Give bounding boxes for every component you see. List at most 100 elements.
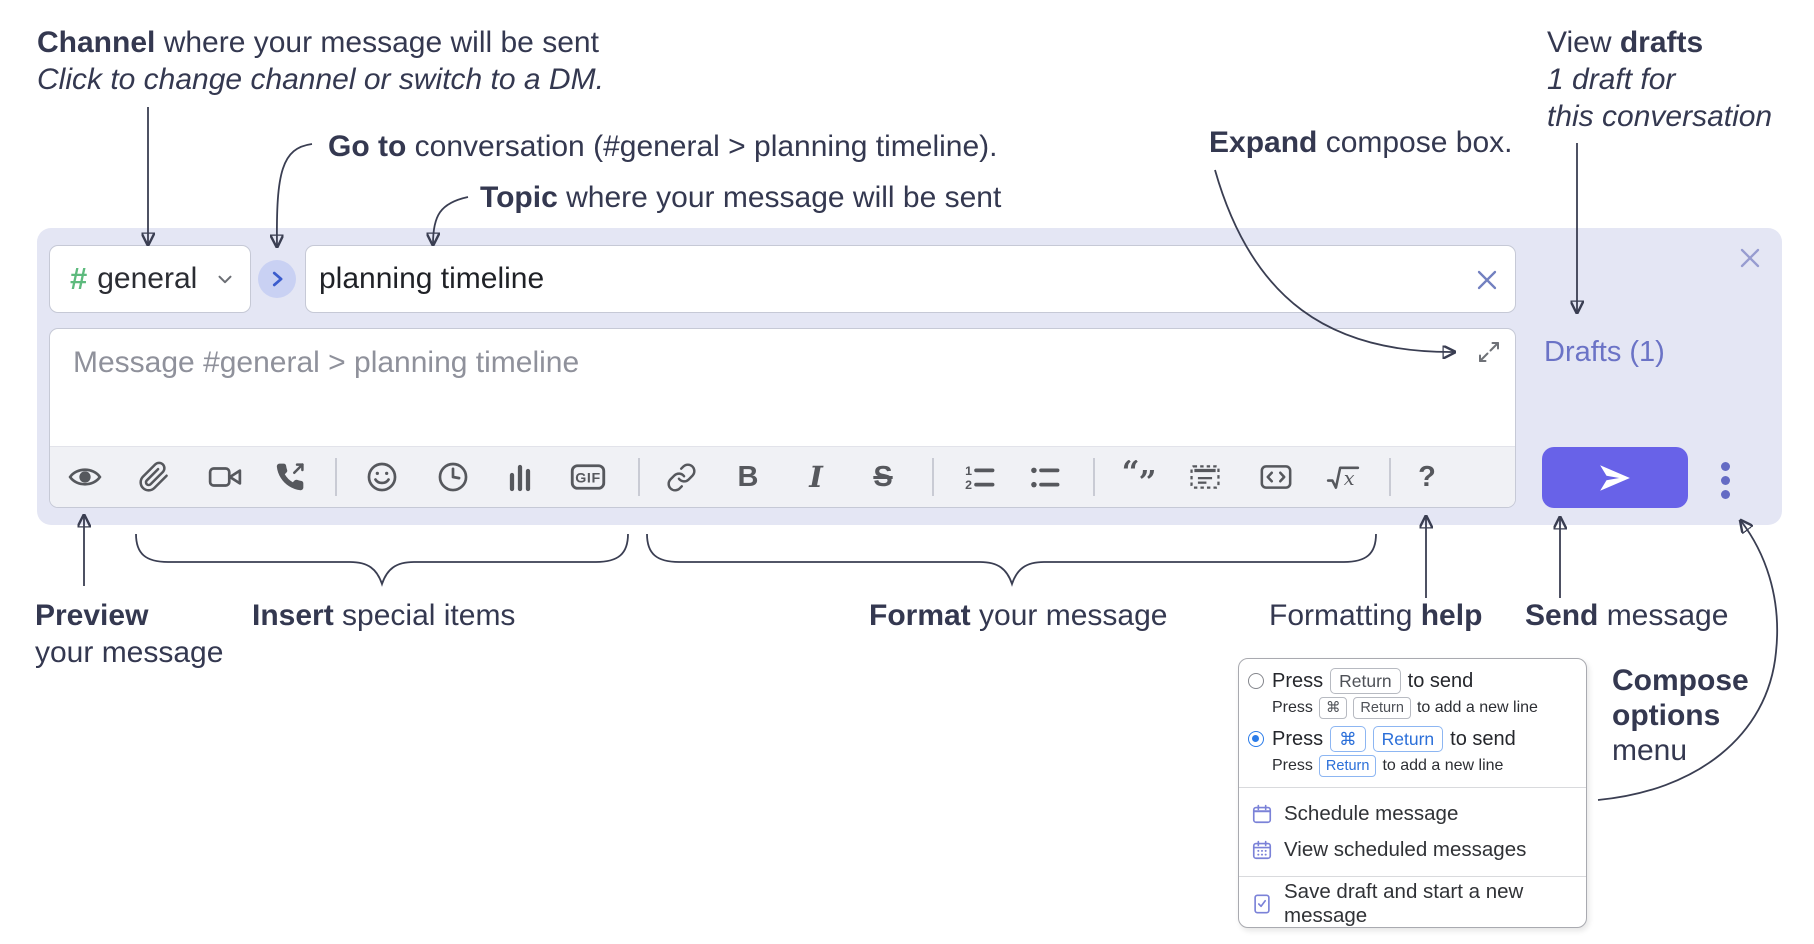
math-icon[interactable]: x	[1321, 455, 1365, 499]
ol-digit-2: 2	[965, 478, 972, 492]
return-to-send-radio[interactable]	[1248, 673, 1264, 689]
send-plane-icon	[1600, 464, 1630, 491]
chevron-down-icon	[218, 275, 232, 284]
format-annotation-rest: your message	[970, 599, 1168, 632]
view-scheduled-messages-item[interactable]: View scheduled messages	[1239, 832, 1586, 868]
drafts-annotation-bold: drafts	[1619, 26, 1704, 59]
gif-icon[interactable]: GIF	[566, 455, 610, 499]
message-unit: GIF B I S 12 “”	[49, 328, 1516, 508]
video-call-icon[interactable]	[203, 455, 247, 499]
compose-options-line3: menu	[1612, 734, 1688, 767]
topic-annotation-rest: where your message will be sent	[557, 181, 1002, 214]
press-label: Press	[1272, 669, 1324, 692]
help-label: ?	[1418, 460, 1436, 493]
quote-icon[interactable]: “”	[1118, 455, 1162, 499]
bold-icon[interactable]: B	[726, 455, 770, 499]
return-keycap: Return	[1330, 668, 1401, 694]
preview-eye-icon[interactable]	[63, 455, 107, 499]
drafts-annotation: View drafts 1 draft for this conversatio…	[1547, 24, 1772, 135]
help-annotation-pre: Formatting	[1269, 599, 1421, 632]
preview-annotation-line2: your message	[35, 636, 224, 669]
insert-annotation-rest: special items	[333, 599, 516, 632]
press-label: Press	[1272, 727, 1324, 750]
format-annotation-bold: Format	[869, 599, 971, 632]
drafts-annotation-pre: View	[1547, 26, 1620, 59]
schedule-message-item[interactable]: Schedule message	[1239, 796, 1586, 832]
toolbar-divider	[1389, 458, 1391, 496]
drafts-link[interactable]: Drafts (1)	[1544, 336, 1665, 368]
newline-label: to add a new line	[1382, 757, 1504, 774]
go-to-conversation-button[interactable]	[258, 260, 296, 298]
channel-annotation-line2: Click to change channel or switch to a D…	[37, 63, 604, 96]
expand-annotation: Expand compose box.	[1209, 124, 1512, 161]
channel-annotation-rest: where your message will be sent	[155, 26, 599, 59]
topic-clear-icon[interactable]	[1475, 268, 1499, 292]
strikethrough-icon[interactable]: S	[861, 455, 905, 499]
attach-paperclip-icon[interactable]	[132, 455, 176, 499]
drafts-annotation-line2: 1 draft for	[1547, 63, 1676, 96]
menu-divider	[1239, 876, 1586, 877]
send-annotation: Send message	[1525, 597, 1728, 634]
return-keycap: Return	[1318, 755, 1377, 777]
calendar-dots-icon	[1252, 840, 1272, 860]
to-send-label: to send	[1450, 727, 1516, 750]
goto-annotation: Go to conversation (#general > planning …	[328, 128, 998, 165]
save-draft-label: Save draft and start a new message	[1284, 880, 1524, 927]
topic-input[interactable]	[306, 246, 1515, 312]
strike-label: S	[873, 460, 893, 493]
channel-hash-icon: #	[70, 261, 88, 296]
italic-label: I	[809, 460, 823, 494]
return-keycap: Return	[1353, 697, 1411, 719]
spoiler-icon[interactable]	[1183, 455, 1227, 499]
press-label: Press	[1272, 699, 1313, 716]
emoji-icon[interactable]	[360, 455, 404, 499]
compose-options-line1: Compose	[1612, 664, 1749, 697]
ellipsis-dot	[1720, 462, 1730, 471]
topic-annotation-bold: Topic	[480, 181, 558, 214]
return-keycap: Return	[1372, 726, 1444, 752]
format-annotation: Format your message	[869, 597, 1167, 634]
voice-call-icon[interactable]	[268, 455, 312, 499]
toolbar-divider	[932, 458, 934, 496]
cmd-return-subtext: Press Return to add a new line	[1239, 753, 1586, 779]
send-button[interactable]	[1542, 447, 1688, 508]
link-icon[interactable]	[659, 455, 703, 499]
cmd-return-to-send-option[interactable]: Press ⌘Return to send	[1239, 725, 1586, 753]
channel-selector[interactable]: # general	[49, 245, 251, 313]
draft-check-icon	[1254, 894, 1270, 914]
insert-brace	[135, 533, 629, 587]
preview-annotation-bold: Preview	[35, 599, 149, 632]
compose-options-line2: options	[1612, 699, 1721, 732]
schedule-clock-icon[interactable]	[431, 455, 475, 499]
cmd-keycap: ⌘	[1330, 726, 1366, 752]
channel-name: general	[97, 262, 198, 295]
toolbar-divider	[638, 458, 640, 496]
press-label: Press	[1272, 757, 1313, 774]
schedule-message-label: Schedule message	[1284, 802, 1459, 825]
formatting-help-icon[interactable]: ?	[1405, 455, 1449, 499]
send-annotation-rest: message	[1598, 599, 1729, 632]
cmd-return-to-send-radio[interactable]	[1248, 731, 1264, 747]
italic-icon[interactable]: I	[794, 455, 838, 499]
compose-options-annotation: Compose options menu	[1612, 663, 1749, 768]
poll-icon[interactable]	[498, 455, 542, 499]
message-input[interactable]	[50, 329, 1515, 446]
save-draft-item[interactable]: Save draft and start a new message	[1239, 880, 1586, 927]
ol-digit-1: 1	[965, 463, 972, 477]
close-icon[interactable]	[1738, 246, 1762, 270]
channel-annotation: Channel where your message will be sent …	[37, 24, 604, 98]
compose-options-button[interactable]	[1711, 462, 1739, 499]
insert-annotation: Insert special items	[252, 597, 515, 634]
channel-annotation-bold: Channel	[37, 26, 156, 59]
toolbar-divider	[335, 458, 337, 496]
code-icon[interactable]	[1254, 455, 1298, 499]
bulleted-list-icon[interactable]	[1022, 455, 1066, 499]
expand-compose-icon[interactable]	[1477, 340, 1501, 364]
ellipsis-dot	[1720, 476, 1730, 485]
menu-divider	[1239, 787, 1586, 788]
cmd-keycap: ⌘	[1318, 697, 1348, 719]
